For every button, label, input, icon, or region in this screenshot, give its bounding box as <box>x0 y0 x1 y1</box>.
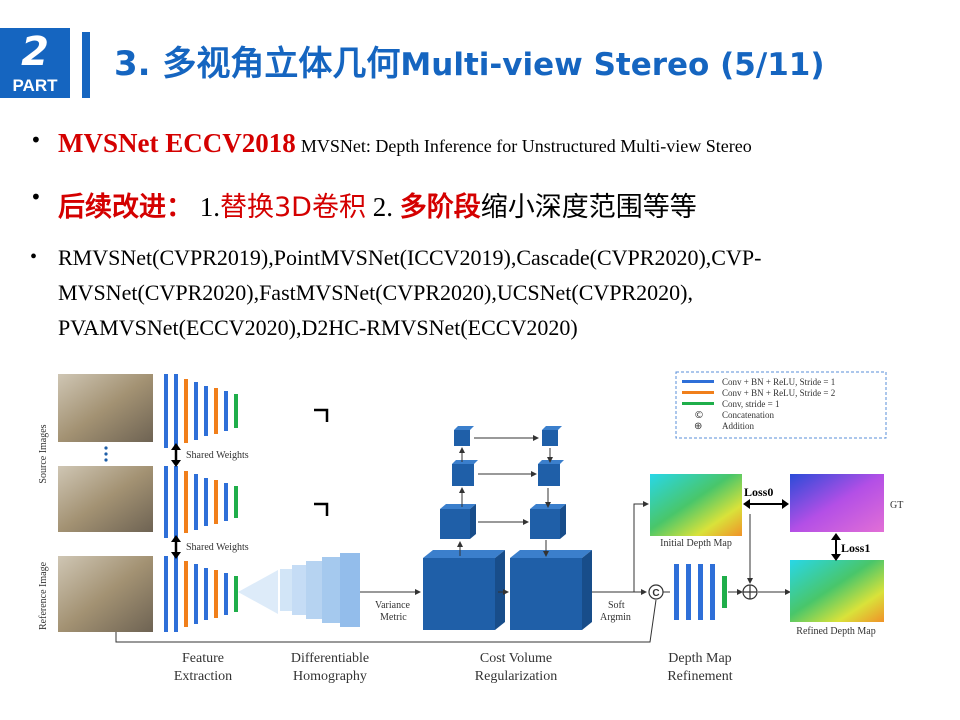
bullet-dot: • <box>30 185 42 209</box>
cost-volume-cube-mid-2 <box>530 504 566 539</box>
stage-cost-line1: Cost Volume <box>480 651 552 666</box>
source-image-2 <box>58 466 153 532</box>
reference-image <box>58 556 153 632</box>
legend-swatch-orange <box>682 391 714 394</box>
gt-depth-map <box>790 474 884 532</box>
stage-refine-line1: Depth Map <box>668 651 731 666</box>
improvement-number-2: 2. <box>365 192 400 222</box>
cost-volume-arrows <box>457 435 553 595</box>
mvsnet-architecture-diagram: Source Images Reference Image <box>38 371 903 684</box>
initial-depth-map-label: Initial Depth Map <box>660 538 732 549</box>
stage-cost-line2: Regularization <box>475 669 557 684</box>
stage-refine-line2: Refinement <box>667 669 732 684</box>
cost-volume-cube-small-2 <box>538 460 564 486</box>
cost-volume-cube-tiny-2 <box>542 426 562 446</box>
side-label-reference: Reference Image <box>38 561 49 630</box>
legend-item-3: Conv, stride = 1 <box>722 399 780 409</box>
soft-argmin-label-1: Soft <box>608 600 625 611</box>
part-label: PART <box>12 76 58 95</box>
loss0-label: Loss0 <box>744 485 773 499</box>
initial-depth-map <box>650 474 742 536</box>
cost-volume-cube-small-1 <box>452 460 478 486</box>
shared-weights-arrow-1 <box>171 443 181 467</box>
ellipsis-dots <box>104 446 108 462</box>
legend-item-5: Addition <box>722 421 755 431</box>
title-divider <box>82 32 90 98</box>
legend-item-4: Concatenation <box>722 410 774 420</box>
stage-feature-line1: Feature <box>182 651 224 666</box>
legend-symbol-concat: © <box>694 410 704 421</box>
legend-item-1: Conv + BN + ReLU, Stride = 1 <box>722 377 835 387</box>
warp-connector-1 <box>314 408 329 422</box>
concat-symbol-label: C <box>652 588 659 599</box>
improvement-1: 替换3D卷积 <box>220 192 366 223</box>
improvement-2: 多阶段 <box>399 192 481 223</box>
refined-depth-map <box>790 560 884 622</box>
soft-argmin-label-2: Argmin <box>600 612 631 623</box>
addition-cross <box>743 585 757 599</box>
side-label-source: Source Images <box>38 424 49 483</box>
mvsnet-highlight: MVSNet ECCV2018 <box>58 128 296 158</box>
bullet-dot: • <box>30 128 42 152</box>
variance-label-2: Metric <box>380 612 407 623</box>
bullet-dot: • <box>30 246 38 268</box>
loss0-arrow <box>743 499 789 509</box>
legend-swatch-blue <box>682 380 714 383</box>
cost-volume-cube-tiny-1 <box>454 426 474 446</box>
initial-depth-branch <box>633 501 649 592</box>
improvement-2-rest: 缩小深度范围等等 <box>480 192 697 223</box>
cost-volume-cube-large-1 <box>423 550 505 630</box>
legend-symbol-add: ⊕ <box>694 421 702 432</box>
source-image-1 <box>58 374 153 442</box>
shared-weights-label-1: Shared Weights <box>186 450 249 461</box>
stage-homography-line2: Homography <box>293 669 367 684</box>
slide-title: 3. 多视角立体几何Multi-view Stereo (5/11) <box>114 34 825 95</box>
followups-line-3: PVAMVSNet(ECCV2020),D2HC-RMVSNet(ECCV202… <box>58 315 578 340</box>
legend: Conv + BN + ReLU, Stride = 1 Conv + BN +… <box>682 377 835 432</box>
refinement-network <box>674 564 727 620</box>
reference-skip-line <box>115 599 657 643</box>
followups-line-2: MVSNet(CVPR2020),FastMVSNet(CVPR2020),UC… <box>58 280 694 305</box>
feature-extractor-1 <box>164 374 238 448</box>
gt-label: GT <box>890 500 903 511</box>
shared-weights-label-2: Shared Weights <box>186 542 249 553</box>
loss1-label: Loss1 <box>841 541 870 555</box>
feature-extractor-2 <box>164 466 238 538</box>
part-number: 2 <box>21 29 49 75</box>
mvsnet-paper-title: MVSNet: Depth Inference for Unstructured… <box>300 136 752 156</box>
improvements-label: 后续改进： <box>58 192 193 223</box>
homography-planes <box>238 553 360 627</box>
refined-depth-map-label: Refined Depth Map <box>796 626 875 637</box>
variance-label-1: Variance <box>375 600 411 611</box>
legend-swatch-green <box>682 402 714 405</box>
feature-extractor-ref <box>164 556 238 632</box>
improvement-number-1: 1. <box>193 192 220 222</box>
stage-feature-line2: Extraction <box>174 669 232 684</box>
shared-weights-arrow-2 <box>171 535 181 559</box>
warp-connector-2 <box>314 502 329 516</box>
stage-homography-line1: Differentiable <box>291 651 369 666</box>
part-badge: 2 PART <box>0 28 70 98</box>
cost-volume-cube-mid-1 <box>440 504 476 539</box>
legend-item-2: Conv + BN + ReLU, Stride = 2 <box>722 388 835 398</box>
followups-line-1: RMVSNet(CVPR2019),PointMVSNet(ICCV2019),… <box>58 245 762 270</box>
cost-volume-cube-large-2 <box>510 550 592 630</box>
title-cn: 3. 多视角立体几何 <box>114 44 401 84</box>
loss1-arrow <box>831 533 841 561</box>
title-en: Multi-view Stereo (5/11) <box>400 47 825 83</box>
